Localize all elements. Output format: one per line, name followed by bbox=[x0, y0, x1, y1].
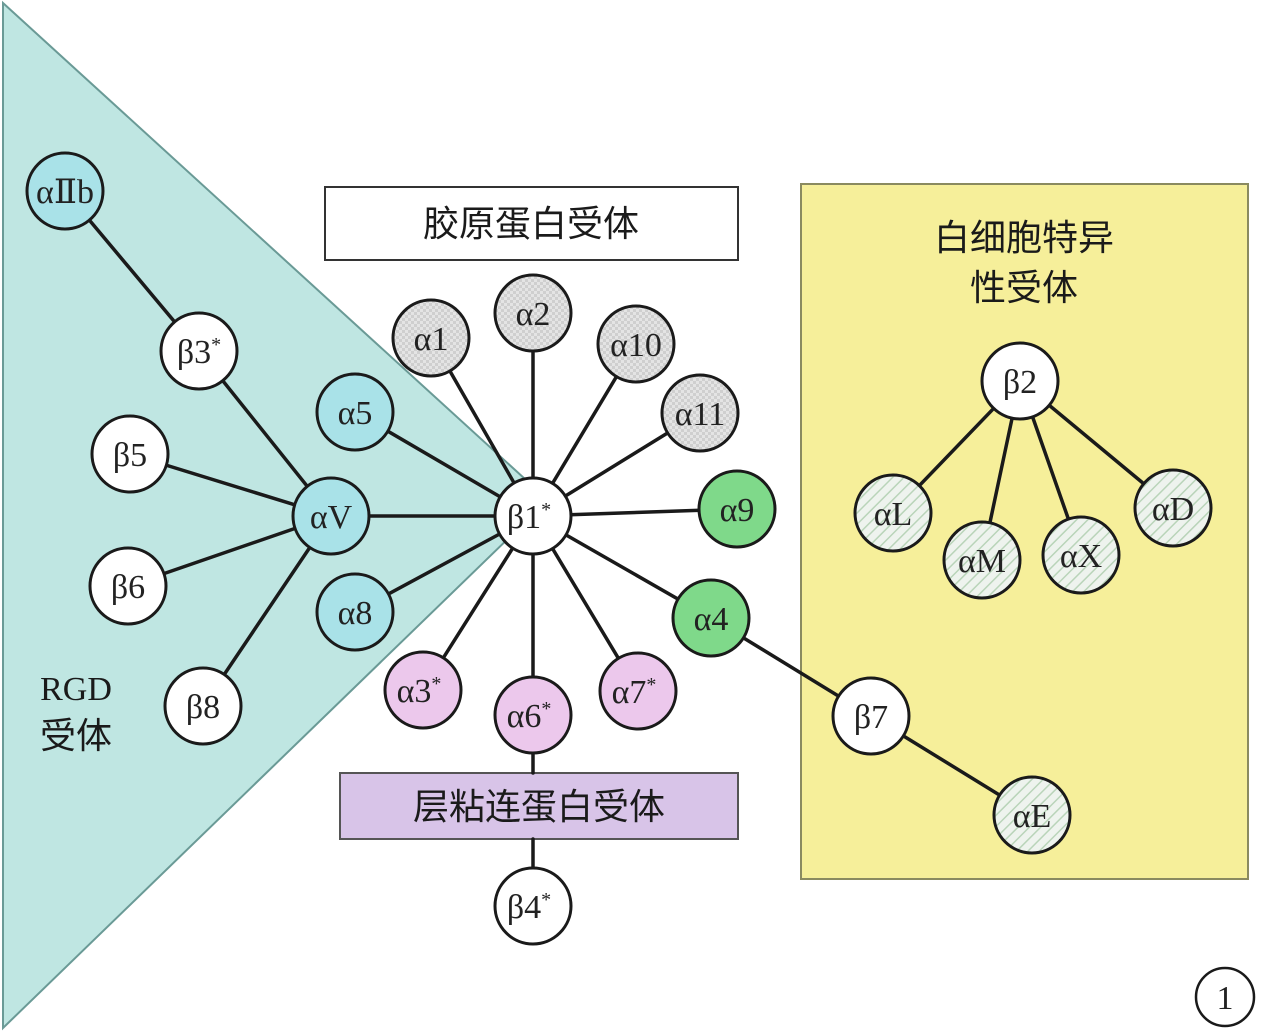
node-a10: α10 bbox=[596, 304, 676, 384]
node-a2-label: α2 bbox=[516, 296, 551, 333]
collagen-label-box bbox=[324, 186, 739, 261]
node-aV-label: αV bbox=[310, 499, 353, 536]
node-a11-label: α11 bbox=[675, 396, 726, 433]
node-b6-label: β6 bbox=[111, 569, 145, 606]
node-aE-label: αE bbox=[1013, 798, 1052, 835]
node-a3: α3* bbox=[383, 650, 463, 730]
node-aX-label: αX bbox=[1060, 538, 1102, 575]
node-b4: β4* bbox=[493, 866, 573, 946]
node-aE: αE bbox=[992, 775, 1072, 855]
node-a8-label: α8 bbox=[338, 595, 373, 632]
node-a2: α2 bbox=[493, 273, 573, 353]
rgd-region bbox=[2, 0, 550, 1031]
node-a1-label: α1 bbox=[414, 321, 449, 358]
nodes: αⅡb β3* β5 αV β6 β8 α5 α8 bbox=[25, 151, 1213, 946]
node-aM: αM bbox=[942, 520, 1022, 600]
node-a6-label: α6* bbox=[507, 698, 552, 735]
node-a9: α9 bbox=[697, 469, 777, 549]
laminin-label-box bbox=[339, 772, 739, 840]
node-b6: β6 bbox=[88, 546, 168, 626]
node-b2: β2 bbox=[980, 341, 1060, 421]
leukocyte-receptor-label-line1: 白细胞特异 bbox=[934, 218, 1114, 259]
leukocyte-receptor-label-line2: 性受体 bbox=[970, 268, 1078, 309]
node-b8-label: β8 bbox=[186, 689, 220, 726]
node-a3-label: α3* bbox=[397, 673, 442, 710]
node-a6: α6* bbox=[493, 675, 573, 755]
node-b3-label: β3* bbox=[177, 334, 221, 371]
node-a7-label: α7* bbox=[612, 674, 657, 711]
node-a4-label: α4 bbox=[694, 601, 729, 638]
rgd-receptor-label-line2: 受体 bbox=[40, 716, 112, 757]
node-a1: α1 bbox=[391, 298, 471, 378]
node-a11: α11 bbox=[660, 373, 740, 453]
node-aIIb-label: αⅡb bbox=[36, 174, 94, 211]
node-b5-label: β5 bbox=[113, 437, 147, 474]
node-aL: αL bbox=[853, 473, 933, 553]
node-b7-label: β7 bbox=[854, 699, 888, 736]
node-a10-label: α10 bbox=[610, 327, 662, 364]
node-b3: β3* bbox=[159, 311, 239, 391]
node-a8: α8 bbox=[315, 572, 395, 652]
node-a5-label: α5 bbox=[338, 395, 373, 432]
figure-number: 1 bbox=[1217, 980, 1234, 1017]
node-aM-label: αM bbox=[958, 543, 1006, 580]
node-aD: αD bbox=[1133, 468, 1213, 548]
node-b8: β8 bbox=[163, 666, 243, 746]
node-aV: αV bbox=[291, 476, 371, 556]
node-aL-label: αL bbox=[874, 496, 913, 533]
collagen-receptor-label: 胶原蛋白受体 bbox=[423, 204, 639, 245]
node-b5: β5 bbox=[90, 414, 170, 494]
figure-number-badge: 1 bbox=[1194, 966, 1256, 1028]
node-b2-label: β2 bbox=[1003, 364, 1037, 401]
node-a4: α4 bbox=[671, 578, 751, 658]
node-aD-label: αD bbox=[1152, 491, 1194, 528]
rgd-receptor-label-line1: RGD bbox=[40, 671, 112, 708]
node-b1-label: β1* bbox=[507, 499, 551, 536]
node-aX: αX bbox=[1041, 515, 1121, 595]
node-b4-label: β4* bbox=[507, 889, 551, 926]
node-a7: α7* bbox=[598, 651, 678, 731]
node-b7: β7 bbox=[831, 676, 911, 756]
node-a5: α5 bbox=[315, 372, 395, 452]
node-aIIb: αⅡb bbox=[25, 151, 105, 231]
node-b1: β1* bbox=[493, 476, 573, 556]
node-a9-label: α9 bbox=[720, 492, 755, 529]
laminin-receptor-label: 层粘连蛋白受体 bbox=[413, 787, 665, 828]
